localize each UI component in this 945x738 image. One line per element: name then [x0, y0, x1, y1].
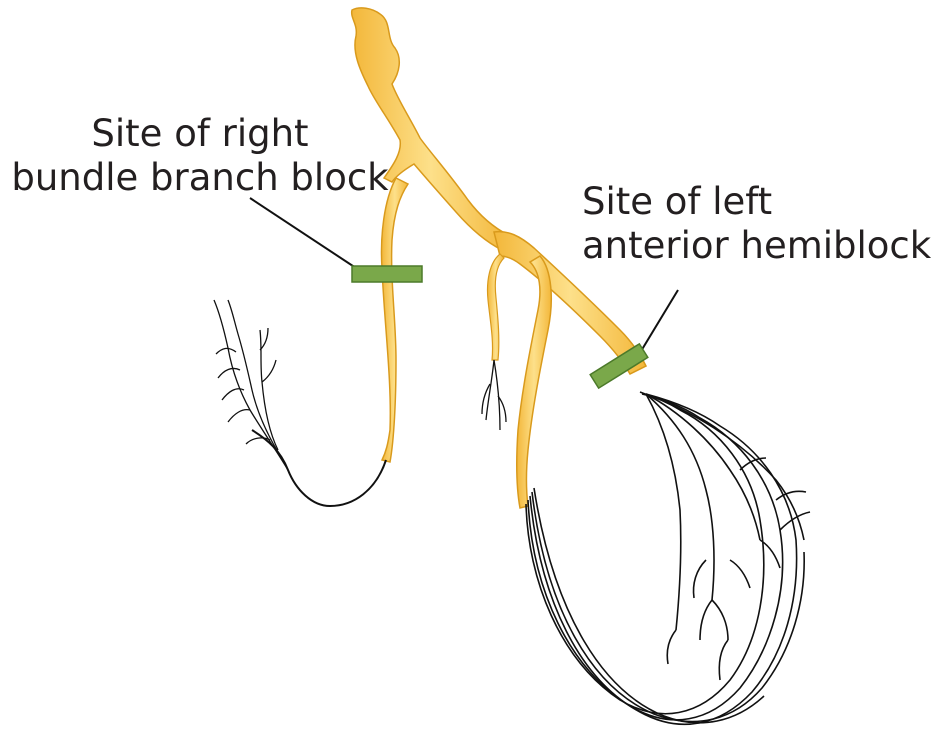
right-bundle-branch [382, 178, 408, 462]
right-bundle-label-line2: bundle branch block [10, 156, 390, 200]
right-bundle-block-marker [352, 266, 422, 282]
septal-fibers [482, 360, 506, 430]
left-anterior-label-line1: Site of left [582, 180, 942, 224]
left-anterior-label-line2: anterior hemiblock [582, 224, 942, 268]
left-anterior-hemiblock-label: Site of left anterior hemiblock [582, 180, 942, 268]
septal-branch [488, 254, 505, 360]
left-purkinje-network [526, 392, 810, 724]
right-purkinje-fibers [214, 300, 288, 470]
right-bundle-block-label: Site of right bundle branch block [10, 112, 390, 200]
left-posterior-fascicle [517, 256, 552, 508]
right-block-leader [250, 198, 362, 272]
right-bundle-label-line1: Site of right [10, 112, 390, 156]
